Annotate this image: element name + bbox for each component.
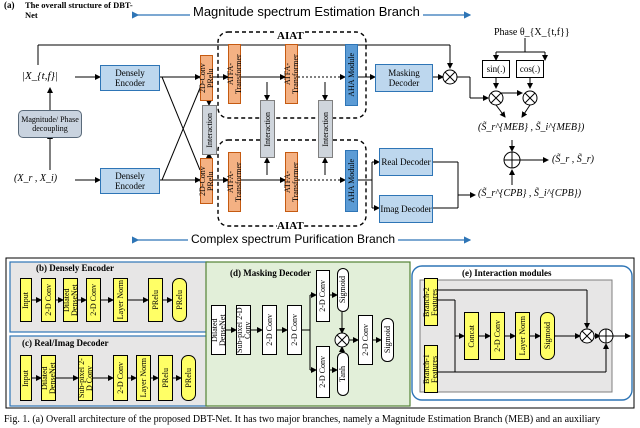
atfa-transformer-bottom-1: ATFA-Transformer <box>226 152 243 212</box>
d-sigmoid-final: Sigmoid <box>381 318 394 362</box>
c-prelu-out: PRelu <box>181 355 196 401</box>
b-prelu-out: PRelu <box>172 278 187 322</box>
panel-a-title: The overall structure of DBT-Net <box>25 0 133 20</box>
aiat-bottom-label: AIAT <box>277 220 304 232</box>
b-dilated-densenet: Dilated DenseNet <box>62 278 79 322</box>
masking-decoder: Masking Decoder <box>375 64 433 92</box>
d-conv-1: 2-D Conv <box>262 305 277 355</box>
complex-branch-label: Complex spectrum Purification Branch <box>188 232 399 246</box>
c-input: Input <box>20 355 32 401</box>
d-subpixel-conv: Sub-pixel 2-D Conv <box>235 305 252 355</box>
densely-encoder-top: Densely Encoder <box>100 65 160 91</box>
c-conv: 2-D Conv <box>113 355 128 401</box>
b-input: Input <box>20 278 32 322</box>
panel-b-title: (b) Densely Encoder <box>36 263 114 273</box>
cos-block: cos(.) <box>516 60 544 78</box>
magnitude-branch-label: Magnitude spectrum Estimation Branch <box>190 4 423 19</box>
interaction-1: Interaction <box>202 105 217 155</box>
phase-label: Phase θ_{X_{t,f}} <box>494 27 570 38</box>
d-dilated-densenet: Dilated DenseNet <box>210 305 227 355</box>
e-concat: Concat <box>464 312 479 360</box>
d-tanh: Tanh <box>337 352 349 396</box>
d-conv-lower: 2-D Conv <box>316 346 330 398</box>
b-conv-1: 2-D Conv <box>41 278 56 322</box>
panel-c-title: (c) Real/Imag Decoder <box>22 338 109 348</box>
b-conv-2: 2-D Conv <box>86 278 101 322</box>
cpb-output: (S̃_r^{CPB} , S̃_i^{CPB}) <box>478 188 582 199</box>
e-conv: 2-D Conv <box>490 312 505 360</box>
figure-caption: Fig. 1. (a) Overall architecture of the … <box>4 414 601 425</box>
panel-e-title: (e) Interaction modules <box>460 268 554 278</box>
d-conv-2: 2-D Conv <box>287 305 302 355</box>
aha-module-top: AHA Module <box>345 44 358 106</box>
b-prelu: PRelu <box>148 278 163 322</box>
d-conv-final: 2-D Conv <box>358 315 373 365</box>
input-complex: (X_r , X_i) <box>14 173 58 184</box>
e-branch-1-features: Branch-1 Features <box>422 345 439 393</box>
c-subpixel-conv: Sub-pixel 2-D Conv <box>77 355 94 401</box>
input-magnitude: |X_{t,f}| <box>22 70 58 82</box>
atfa-transformer-top-1: ATFA-Transformer <box>226 44 243 104</box>
sin-block: sin(.) <box>482 60 510 78</box>
c-prelu: PRelu <box>158 355 173 401</box>
final-output: (S̃_r , S̃_r) <box>552 154 594 165</box>
conv-prelu-bottom: 2D-Conv PRelu <box>198 158 215 204</box>
aiat-top-label: AIAT <box>277 30 304 42</box>
e-layer-norm: Layer Norm <box>515 312 530 360</box>
atfa-transformer-top-2: ATFA-Transformer <box>283 44 300 104</box>
conv-prelu-top: 2D-Conv PRelu <box>198 55 215 101</box>
densely-encoder-bottom: Densely Encoder <box>100 168 160 194</box>
magnitude-phase-decoupling: Magnitude/ Phase decoupling <box>18 110 82 138</box>
interaction-3: Interaction <box>318 100 333 158</box>
e-sigmoid: Sigmoid <box>540 312 555 360</box>
d-sigmoid-upper: Sigmoid <box>337 268 349 312</box>
c-layer-norm: Layer Norm <box>136 355 151 401</box>
panel-d-title: (d) Masking Decoder <box>230 268 311 278</box>
d-conv-upper: 2-D Conv <box>316 270 330 322</box>
e-branch-2-features: Branch-2 Features <box>422 278 439 326</box>
panel-a-label: (a) <box>4 0 15 10</box>
aha-module-bottom: AHA Module <box>345 150 358 212</box>
imag-decoder: Imag Decoder <box>379 195 433 223</box>
b-layer-norm: Layer Norm <box>113 278 128 322</box>
atfa-transformer-bottom-2: ATFA-Transformer <box>283 152 300 212</box>
interaction-2: Interaction <box>260 100 275 158</box>
meb-output: (S̃_r^{MEB} , S̃_i^{MEB}) <box>478 122 585 133</box>
c-dilated-densenet: Dilated DenseNet <box>40 355 57 401</box>
real-decoder: Real Decoder <box>379 148 433 176</box>
